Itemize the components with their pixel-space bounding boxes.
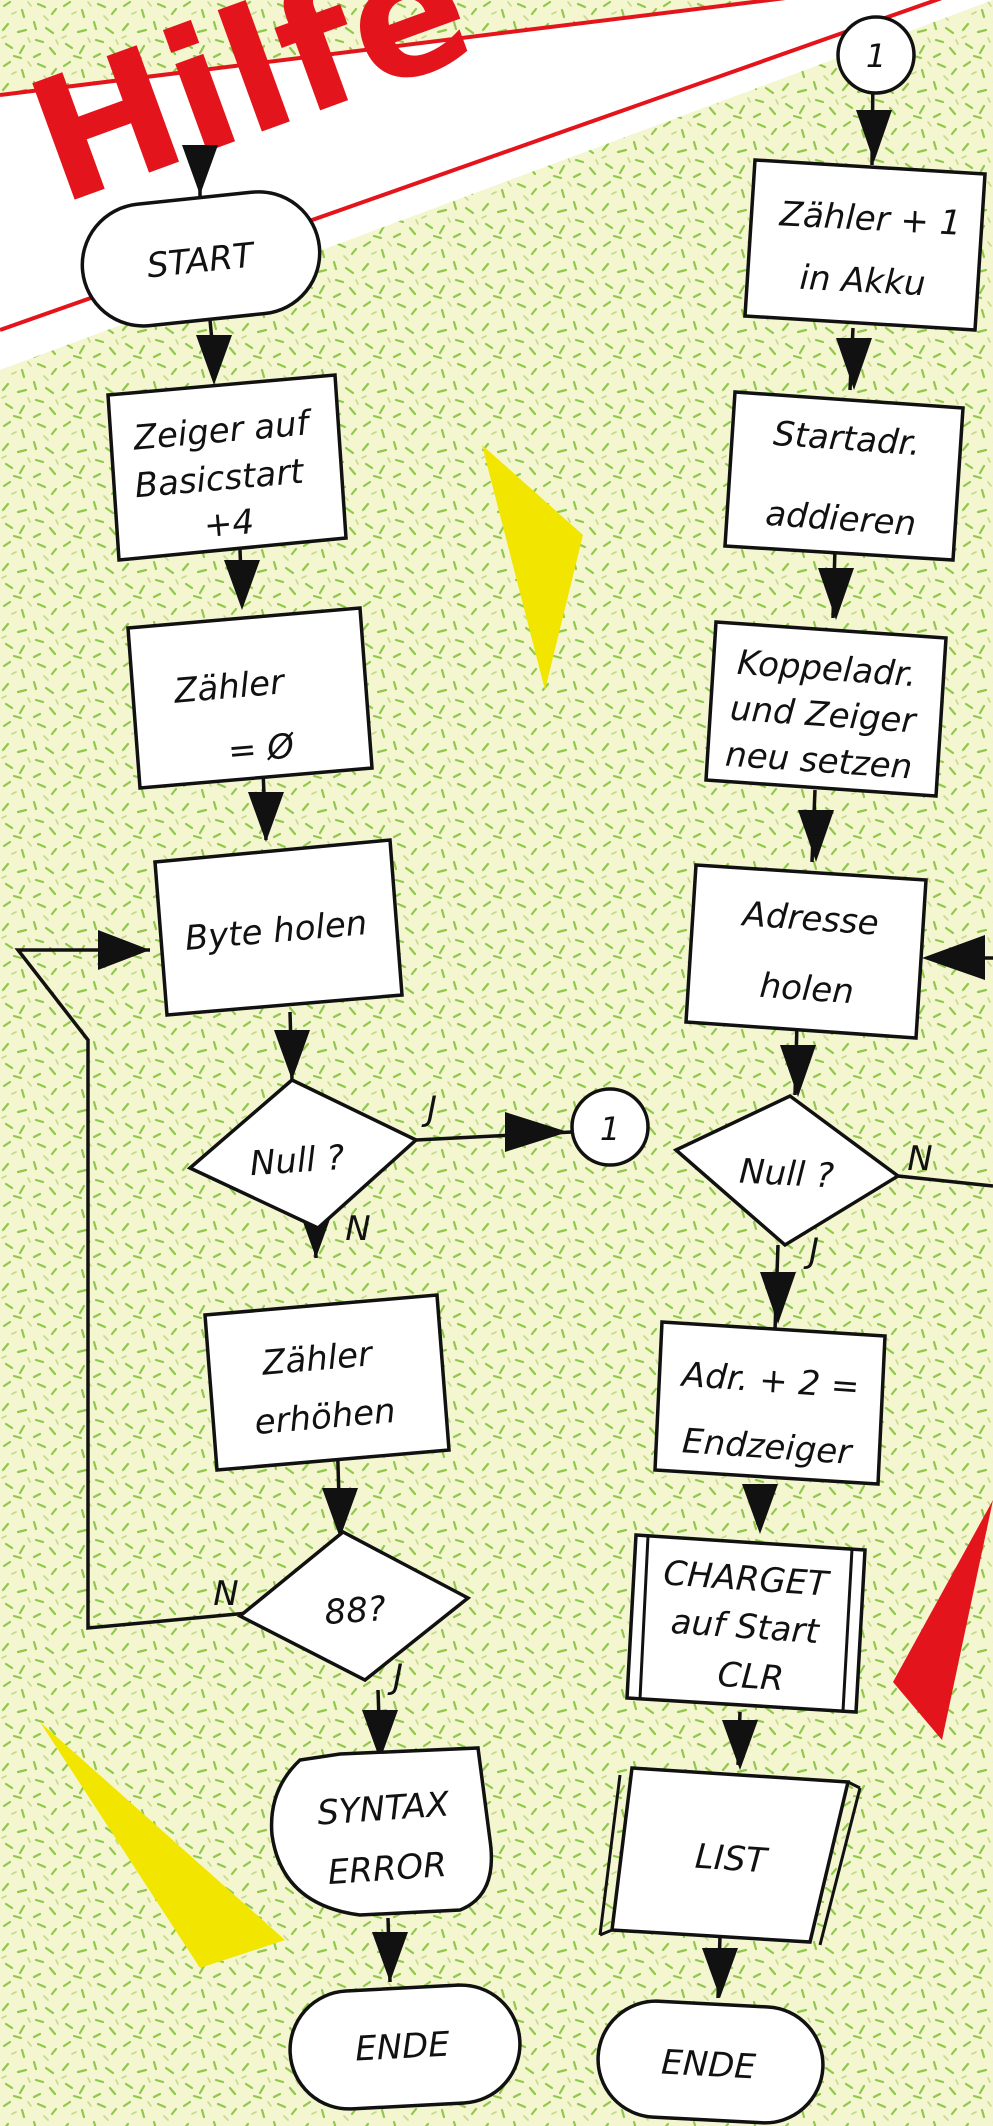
node-syntax-error: SYNTAX ERROR bbox=[269, 1746, 494, 1917]
svg-text:1: 1 bbox=[600, 1110, 620, 1148]
svg-text:ENDE: ENDE bbox=[660, 2043, 757, 2088]
svg-text:+4: +4 bbox=[202, 502, 255, 546]
connector-out: 1 bbox=[570, 1087, 650, 1167]
decision-88: 88? N J bbox=[213, 1529, 472, 1697]
node-chrget: CHARGET auf Start CLR bbox=[625, 1533, 867, 1714]
svg-text:LIST: LIST bbox=[694, 1837, 770, 1882]
label-no: N bbox=[213, 1574, 238, 1614]
svg-text:Zähler: Zähler bbox=[259, 1334, 375, 1384]
svg-text:88?: 88? bbox=[323, 1589, 387, 1633]
node-start: START bbox=[80, 190, 322, 328]
svg-text:Null ?: Null ? bbox=[249, 1138, 346, 1185]
node-counter-init: Zähler = Ø bbox=[126, 606, 374, 790]
svg-text:holen: holen bbox=[758, 966, 855, 1012]
svg-text:= Ø: = Ø bbox=[226, 726, 297, 772]
svg-text:Adresse: Adresse bbox=[739, 894, 880, 944]
decision-null-left: Null ? J N bbox=[186, 1077, 437, 1249]
node-add-start: Startadr. addieren bbox=[723, 390, 965, 562]
red-triangle-right bbox=[893, 1500, 993, 1740]
svg-text:Null ?: Null ? bbox=[738, 1152, 835, 1197]
decision-null-right: Null ? N J bbox=[672, 1093, 933, 1271]
yellow-triangle-top bbox=[482, 445, 583, 690]
node-counter-inc: Zähler erhöhen bbox=[203, 1293, 451, 1472]
yellow-triangle-bottom bbox=[40, 1722, 285, 1968]
svg-text:Zähler: Zähler bbox=[171, 662, 287, 712]
node-fetch-byte: Byte holen bbox=[153, 838, 404, 1017]
svg-text:in Akku: in Akku bbox=[799, 258, 927, 305]
connector-in: 1 bbox=[836, 15, 916, 95]
svg-text:ERROR: ERROR bbox=[326, 1845, 448, 1893]
label-no: N bbox=[345, 1209, 370, 1249]
node-set-link: Koppeladr. und Zeiger neu setzen bbox=[704, 620, 948, 798]
node-counter-to-akku: Zähler + 1 in Akku bbox=[743, 158, 987, 332]
right-flow-edges bbox=[702, 73, 993, 1999]
node-end-left: ENDE bbox=[288, 1983, 522, 2111]
node-list: LIST bbox=[598, 1766, 862, 1946]
node-end-right: ENDE bbox=[596, 1999, 825, 2125]
node-fetch-address: Adresse holen bbox=[684, 863, 928, 1040]
svg-text:CLR: CLR bbox=[716, 1655, 785, 1700]
svg-text:ENDE: ENDE bbox=[354, 2025, 451, 2070]
node-pointer-init: Zeiger auf Basicstart +4 bbox=[106, 373, 348, 562]
node-end-pointer: Adr. + 2 = Endzeiger bbox=[653, 1320, 887, 1486]
svg-text:1: 1 bbox=[866, 37, 886, 75]
label-no: N bbox=[907, 1139, 932, 1179]
svg-text:SYNTAX: SYNTAX bbox=[316, 1784, 451, 1833]
svg-text:Zähler + 1: Zähler + 1 bbox=[778, 194, 963, 244]
